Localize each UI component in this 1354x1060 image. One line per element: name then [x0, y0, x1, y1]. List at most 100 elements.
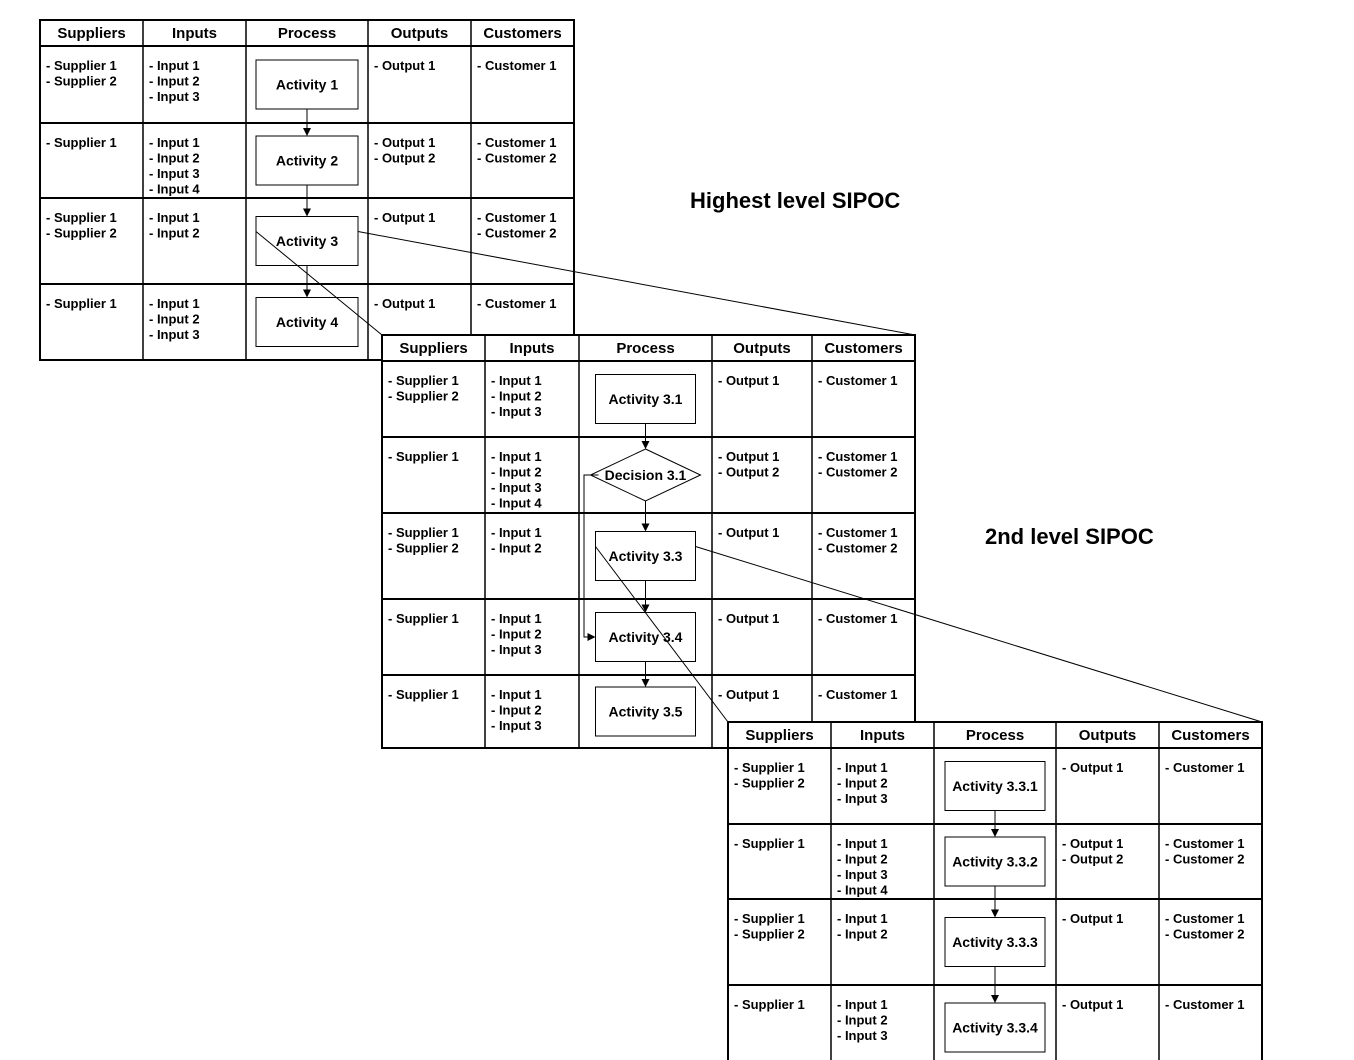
zoom-line [695, 546, 1263, 723]
cell-inputs-line: - Input 2 [837, 776, 888, 791]
cell-inputs-line: - Input 1 [837, 836, 888, 851]
header-suppliers: Suppliers [399, 340, 467, 357]
cell-customers-line: - Customer 1 [818, 525, 897, 540]
header-process: Process [966, 727, 1024, 744]
process-label: Activity 3.4 [609, 629, 683, 645]
cell-outputs-line: - Output 1 [1062, 997, 1123, 1012]
activity-node: Activity 3.3.2 [944, 836, 1046, 887]
cell-inputs-line: - Input 1 [491, 611, 542, 626]
activity-node: Activity 3.3 [595, 531, 696, 581]
header-outputs: Outputs [391, 25, 449, 42]
cell-inputs-line: - Input 2 [491, 541, 542, 556]
cell-inputs-line: - Input 2 [491, 703, 542, 718]
header-inputs: Inputs [172, 25, 217, 42]
cell-outputs-line: - Output 2 [1062, 852, 1123, 867]
cell-inputs-line: - Input 2 [491, 389, 542, 404]
cell-inputs-line: - Input 3 [149, 166, 200, 181]
process-label: Activity 3.3 [609, 548, 683, 564]
cell-inputs-line: - Input 1 [491, 525, 542, 540]
cell-customers-line: - Customer 2 [1165, 927, 1244, 942]
cell-inputs-line: - Input 3 [837, 1028, 888, 1043]
activity-box [255, 297, 359, 347]
zoom-lines-level-1 [255, 231, 916, 336]
header-suppliers: Suppliers [57, 25, 125, 42]
header-inputs: Inputs [860, 727, 905, 744]
header-process: Process [616, 340, 674, 357]
cell-inputs-line: - Input 1 [149, 135, 200, 150]
cell-inputs-line: - Input 1 [837, 997, 888, 1012]
sipoc-level-1-table: Suppliers Inputs Process Outputs Customers - … [39, 19, 575, 361]
cell-suppliers-line: - Supplier 1 [388, 611, 459, 626]
header-customers: Customers [1171, 727, 1249, 744]
cell-outputs-line: - Output 1 [718, 449, 779, 464]
cell-outputs-line: - Output 1 [718, 687, 779, 702]
cell-inputs-line: - Input 2 [837, 1013, 888, 1028]
decision-node: Decision 3.1 [589, 448, 702, 502]
cell-suppliers-line: - Supplier 2 [388, 389, 459, 404]
activity-box [595, 531, 696, 581]
cell-inputs-line: - Input 2 [837, 852, 888, 867]
cell-outputs-line: - Output 1 [718, 611, 779, 626]
cell-inputs-line: - Input 3 [149, 327, 200, 342]
cell-inputs-line: - Input 1 [837, 911, 888, 926]
activity-box [944, 917, 1046, 967]
cell-customers-line: - Customer 1 [1165, 997, 1244, 1012]
decision-bypass-arrow [583, 474, 599, 641]
cell-inputs-line: - Input 4 [149, 182, 200, 197]
activity-box [255, 216, 359, 266]
activity-node: Activity 3.3.4 [944, 1002, 1046, 1053]
cell-inputs-line: - Input 2 [837, 927, 888, 942]
cell-outputs-line: - Output 1 [374, 58, 435, 73]
cell-inputs-line: - Input 2 [491, 627, 542, 642]
cell-outputs-line: - Output 1 [718, 525, 779, 540]
cell-customers-line: - Customer 2 [818, 465, 897, 480]
activity-node: Activity 3.3.3 [944, 917, 1046, 967]
cell-suppliers-line: - Supplier 2 [388, 541, 459, 556]
cell-inputs-line: - Input 1 [837, 760, 888, 775]
cell-customers-line: - Customer 1 [477, 296, 556, 311]
process-label: Activity 4 [276, 314, 338, 330]
cell-inputs-line: - Input 2 [149, 226, 200, 241]
cell-inputs-line: - Input 3 [491, 404, 542, 419]
process-label: Activity 3.3.1 [952, 778, 1038, 794]
activity-box [595, 686, 696, 737]
activity-box [944, 836, 1046, 887]
cell-customers-line: - Customer 1 [477, 135, 556, 150]
cell-customers-line: - Customer 1 [818, 611, 897, 626]
activity-node: Activity 2 [255, 135, 359, 186]
cell-suppliers-line: - Supplier 1 [734, 997, 805, 1012]
cell-inputs-line: - Input 1 [491, 373, 542, 388]
cell-inputs-line: - Input 2 [149, 312, 200, 327]
cell-suppliers-line: - Supplier 1 [46, 296, 117, 311]
cell-outputs-line: - Output 1 [718, 373, 779, 388]
cell-inputs-line: - Input 3 [149, 89, 200, 104]
cell-suppliers-line: - Supplier 1 [388, 449, 459, 464]
cell-outputs-line: - Output 1 [1062, 836, 1123, 851]
cell-customers-line: - Customer 1 [818, 687, 897, 702]
cell-suppliers-line: - Supplier 1 [388, 373, 459, 388]
header-customers: Customers [483, 25, 561, 42]
header-process: Process [278, 25, 336, 42]
cell-outputs-line: - Output 2 [374, 151, 435, 166]
cell-inputs-line: - Input 1 [149, 210, 200, 225]
second-level-label: 2nd level SIPOC [985, 524, 1154, 549]
cell-inputs-line: - Input 2 [149, 74, 200, 89]
cell-customers-line: - Customer 1 [1165, 911, 1244, 926]
cell-suppliers-line: - Supplier 2 [734, 776, 805, 791]
cell-customers-line: - Customer 2 [818, 541, 897, 556]
cell-suppliers-line: - Supplier 1 [388, 687, 459, 702]
header-outputs: Outputs [733, 340, 791, 357]
header-suppliers: Suppliers [745, 727, 813, 744]
cell-inputs-line: - Input 3 [837, 867, 888, 882]
process-label: Activity 3.3.3 [952, 934, 1038, 950]
cell-inputs-line: - Input 2 [149, 151, 200, 166]
cell-suppliers-line: - Supplier 1 [46, 58, 117, 73]
cell-customers-line: - Customer 1 [818, 373, 897, 388]
cell-outputs-line: - Output 1 [374, 135, 435, 150]
process-label: Activity 3 [276, 233, 338, 249]
cell-inputs-line: - Input 1 [149, 58, 200, 73]
process-label: Activity 2 [276, 153, 338, 169]
process-label: Activity 1 [276, 77, 338, 93]
zoom-line [595, 546, 729, 723]
